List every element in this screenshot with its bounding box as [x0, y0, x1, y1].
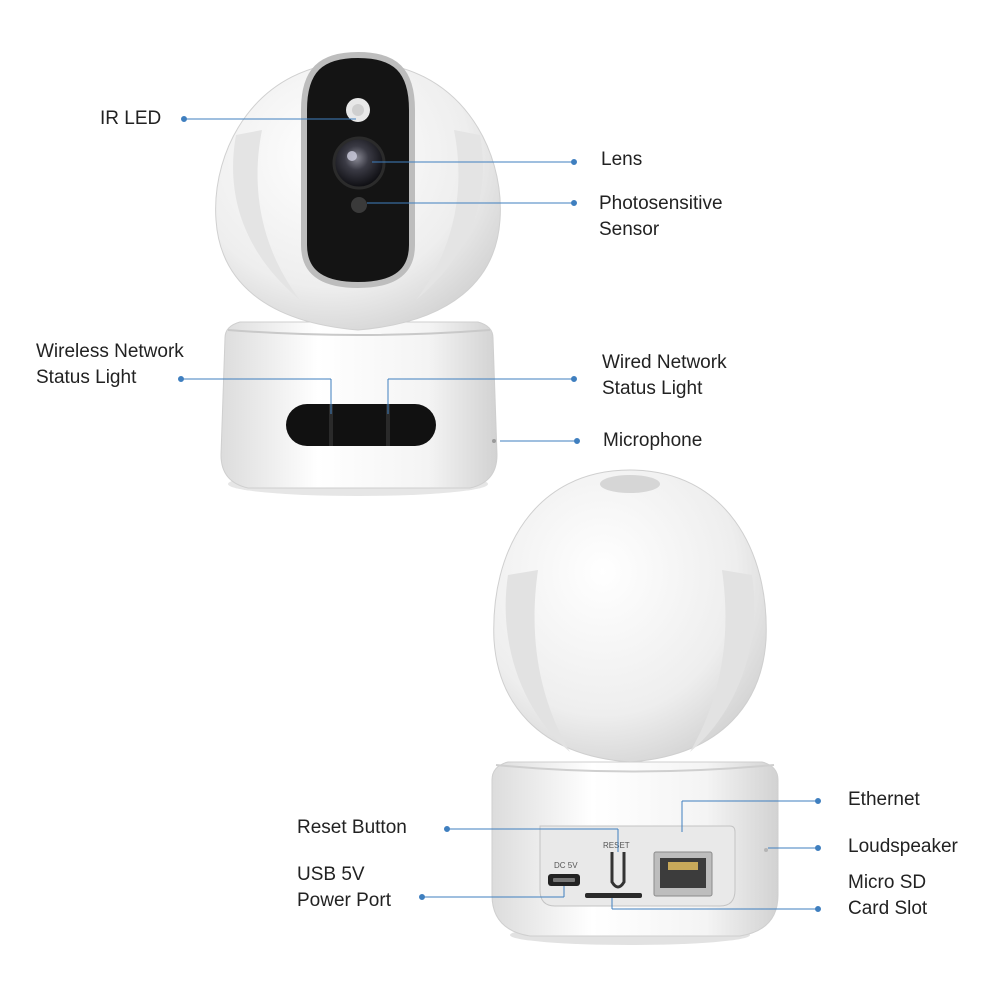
label-wired-status-light: Wired Network Status Light — [602, 350, 727, 402]
dc-5v-marking: DC 5V — [554, 861, 578, 870]
label-usb-power-port: USB 5V Power Port — [297, 862, 391, 914]
label-micro-sd-slot: Micro SD Card Slot — [848, 870, 927, 922]
label-ir-led-text: IR LED — [100, 108, 162, 129]
lens — [332, 136, 386, 190]
leader-reset-button — [444, 826, 619, 852]
leader-microphone — [500, 438, 580, 444]
reset-marking: RESET — [603, 841, 630, 850]
leader-loudspeaker — [768, 845, 821, 851]
label-photosensitive-line2: Sensor — [599, 219, 660, 240]
leader-wireless-status-light — [178, 376, 332, 414]
label-wired-line2: Status Light — [602, 378, 703, 399]
label-wireless-line1: Wireless Network — [36, 341, 184, 362]
label-microphone: Microphone — [603, 428, 702, 454]
photosensitive-sensor — [351, 197, 367, 213]
label-photosensitive-sensor: Photosensitive Sensor — [599, 191, 723, 243]
label-microsd-line2: Card Slot — [848, 898, 928, 919]
microphone-hole — [492, 439, 496, 443]
label-ethernet-text: Ethernet — [848, 789, 920, 810]
label-loudspeaker: Loudspeaker — [848, 834, 958, 860]
leader-usb-power-port — [419, 886, 565, 900]
front-status-window — [286, 404, 436, 446]
label-loudspeaker-text: Loudspeaker — [848, 836, 958, 857]
leader-ethernet — [681, 798, 821, 832]
ir-led-core — [352, 104, 364, 116]
label-reset-button: Reset Button — [297, 815, 407, 841]
reset-button-slot — [610, 852, 626, 889]
ethernet-port-contacts — [668, 862, 698, 870]
leader-ir-led — [181, 116, 356, 122]
label-lens-text: Lens — [601, 149, 643, 170]
label-wired-line1: Wired Network — [602, 352, 727, 373]
leader-lines — [178, 116, 821, 912]
back-top-opening — [600, 475, 660, 493]
usb-power-port-inner — [553, 878, 575, 882]
label-ir-led: IR LED — [100, 106, 161, 132]
front-petal-right — [416, 130, 483, 300]
front-petal-left — [233, 130, 300, 300]
leader-micro-sd-slot — [611, 898, 821, 912]
leader-wired-status-light — [387, 376, 577, 414]
leader-photosensitive-sensor — [367, 200, 577, 206]
wired-status-led — [386, 404, 390, 446]
lens-glint — [347, 151, 357, 161]
label-reset-button-text: Reset Button — [297, 817, 407, 838]
back-petal-left — [505, 570, 570, 752]
loudspeaker-grille — [764, 848, 768, 852]
leader-lens — [372, 159, 577, 165]
label-microphone-text: Microphone — [603, 430, 703, 451]
back-ball-shell — [493, 469, 767, 763]
micro-sd-slot — [585, 893, 642, 898]
label-wireless-status-light: Wireless Network Status Light — [36, 339, 184, 391]
wireless-status-led — [329, 404, 333, 446]
back-petal-right — [690, 570, 755, 752]
front-camera — [215, 51, 501, 496]
label-microsd-line1: Micro SD — [848, 872, 927, 893]
front-base-top-rim — [227, 329, 491, 336]
label-usb-line2: Power Port — [297, 890, 391, 911]
label-ethernet: Ethernet — [848, 787, 920, 813]
label-photosensitive-line1: Photosensitive — [599, 193, 723, 214]
label-lens: Lens — [601, 147, 642, 173]
back-base-top-rim — [495, 764, 775, 773]
front-face-frame — [301, 51, 415, 289]
label-wireless-line2: Status Light — [36, 367, 137, 388]
label-usb-line1: USB 5V — [297, 864, 365, 885]
back-camera: DC 5V RESET — [491, 469, 779, 945]
